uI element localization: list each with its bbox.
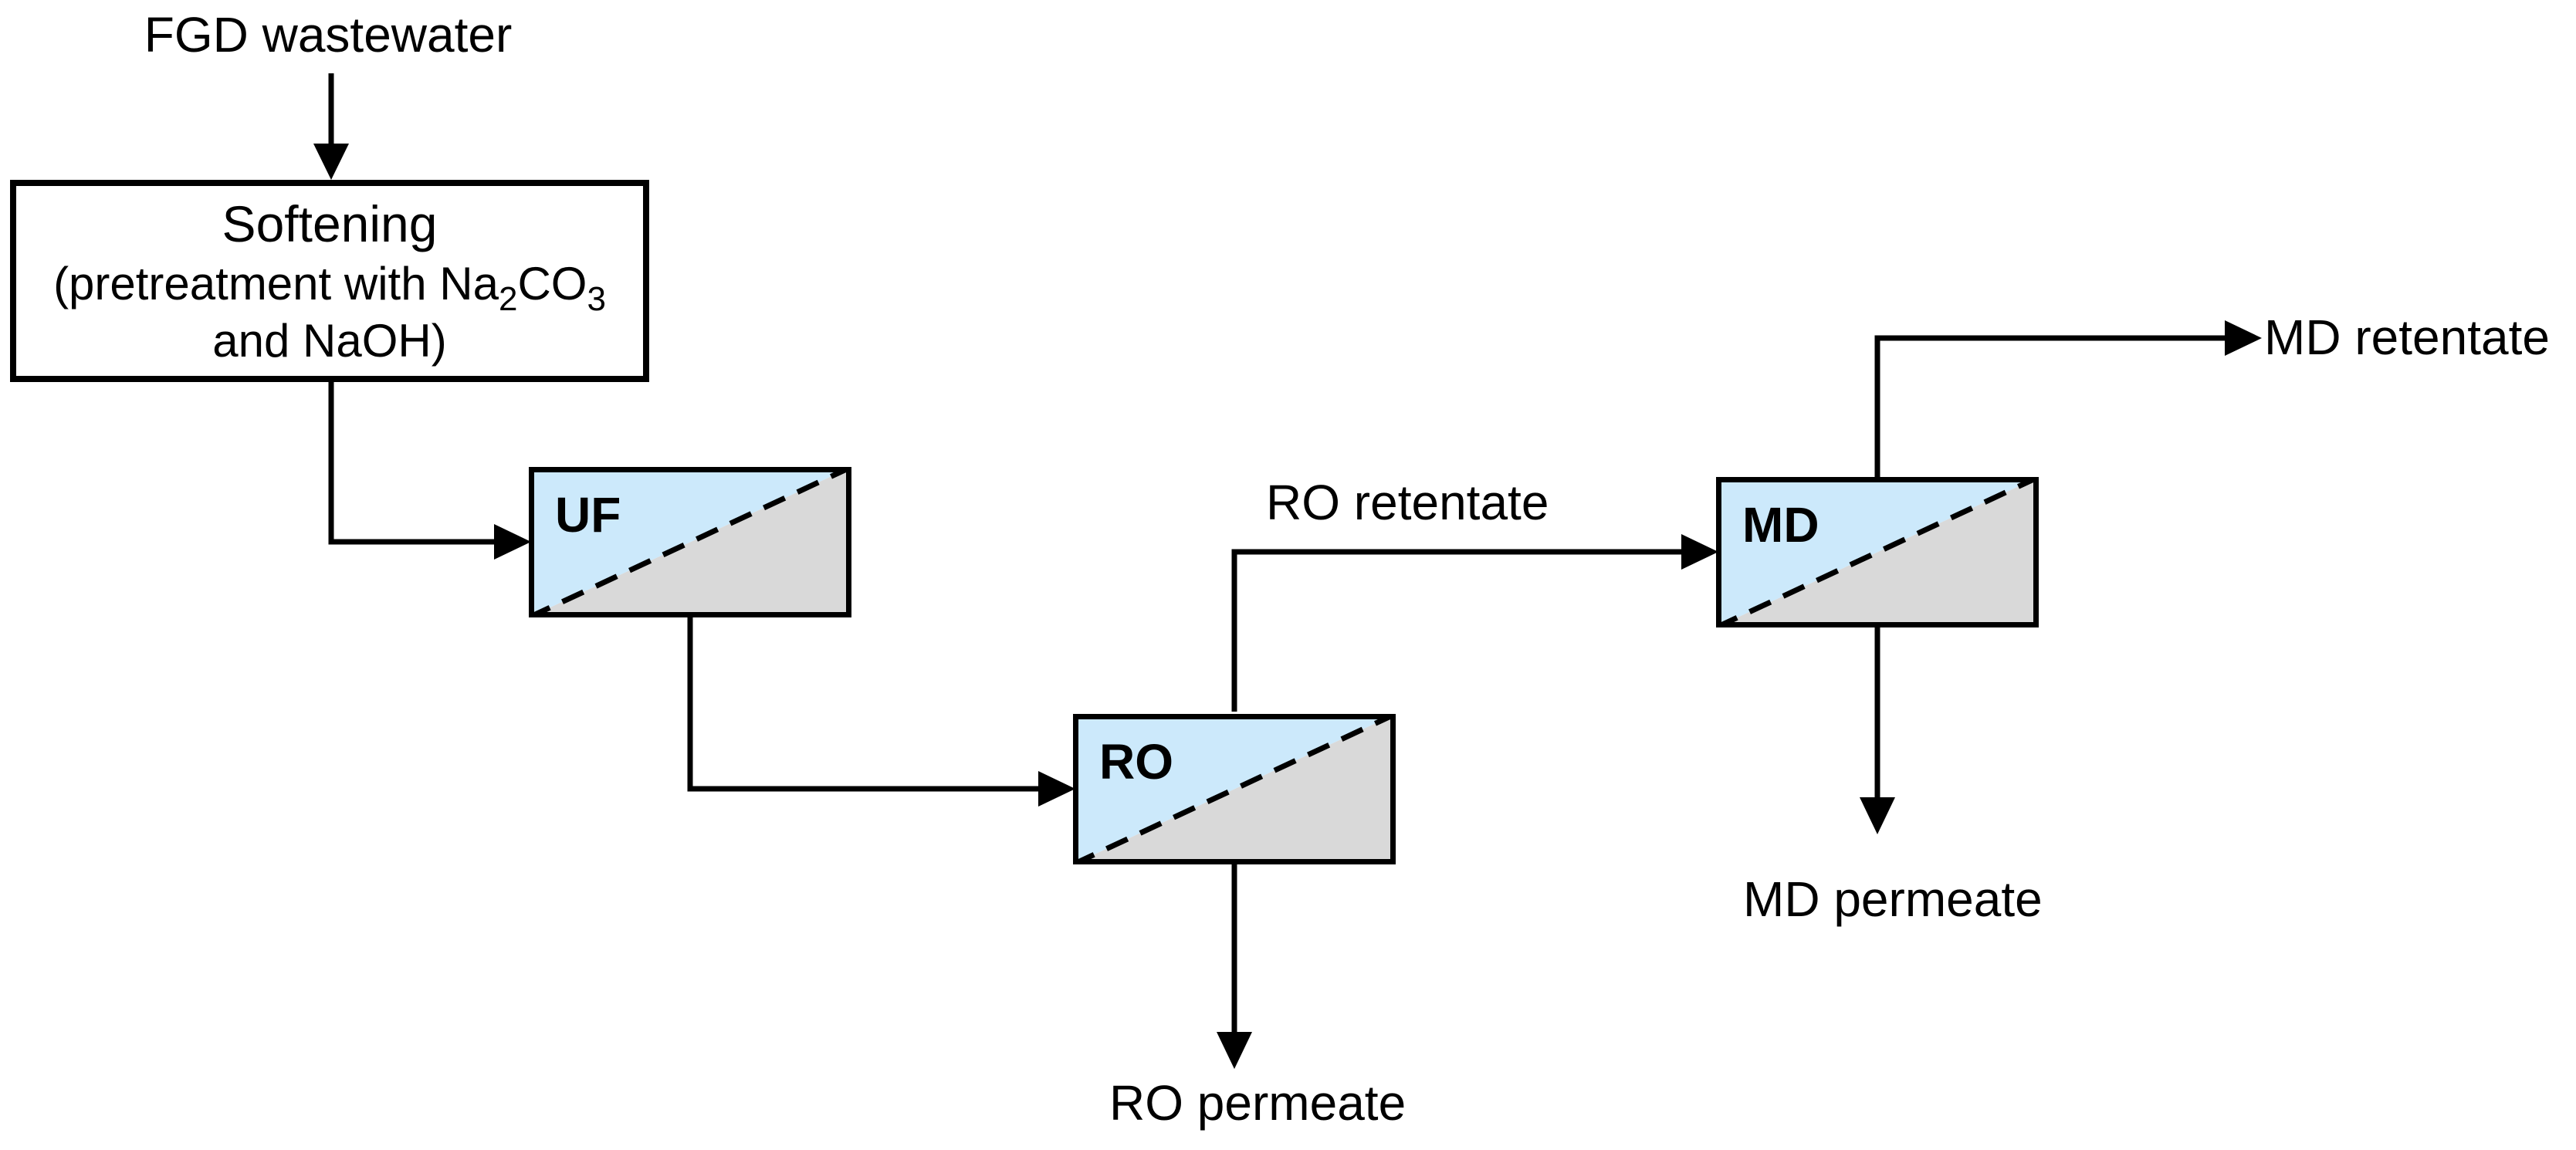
softening-pretreatment-prefix: (pretreatment with Na: [53, 258, 499, 309]
md-retentate-arrowhead-icon: [2225, 320, 2262, 356]
md-retentate-line: [1874, 335, 2226, 477]
ro-permeate-arrowhead-icon: [1217, 1032, 1252, 1069]
uf-to-ro-arrowhead-icon: [1038, 771, 1075, 807]
md-unit: MD: [1715, 472, 2042, 631]
softening-subscript-2: 2: [498, 280, 518, 318]
softening-subscript-3: 3: [587, 280, 606, 318]
softening-pretreatment-suffix: and NaOH): [212, 315, 447, 367]
stream-label-ro-retentate: RO retentate: [1266, 475, 1549, 530]
uf-label: UF: [555, 487, 621, 543]
softening-pretreatment-mid: CO: [517, 258, 587, 309]
md-label: MD: [1742, 497, 1819, 553]
uf-unit: UF: [527, 462, 855, 621]
softening-to-uf-arrowhead-icon: [494, 524, 531, 560]
md-unit-shape: [1715, 472, 2042, 631]
softening-to-uf-line: [328, 382, 496, 545]
ro-retentate-arrowhead-icon: [1681, 534, 1718, 570]
feed-arrowhead-icon: [313, 144, 349, 180]
md-unit-border: [1716, 477, 2039, 627]
uf-unit-shape: [527, 462, 855, 621]
softening-box-text: Softening (pretreatment with Na2CO3 and …: [10, 180, 649, 382]
stream-label-feed: FGD wastewater: [144, 7, 513, 63]
softening-pretreatment-line: (pretreatment with Na2CO3: [53, 255, 606, 316]
ro-retentate-line: [1231, 549, 1683, 712]
uf-to-ro-line: [687, 617, 1040, 792]
ro-unit-shape: [1071, 709, 1399, 868]
uf-unit-border: [529, 467, 851, 617]
stream-label-ro-permeate: RO permeate: [1109, 1075, 1406, 1131]
ro-label: RO: [1099, 734, 1173, 790]
ro-unit: RO: [1071, 709, 1399, 868]
stream-label-md-retentate: MD retentate: [2264, 309, 2550, 365]
softening-title: Softening: [222, 195, 438, 252]
ro-unit-border: [1073, 714, 1396, 864]
md-permeate-arrowhead-icon: [1860, 797, 1895, 834]
softening-box: Softening (pretreatment with Na2CO3 and …: [10, 180, 649, 382]
softening-box-shape: [10, 180, 649, 382]
softening-box-rect: [10, 180, 649, 382]
stream-label-md-permeate: MD permeate: [1743, 871, 2043, 927]
